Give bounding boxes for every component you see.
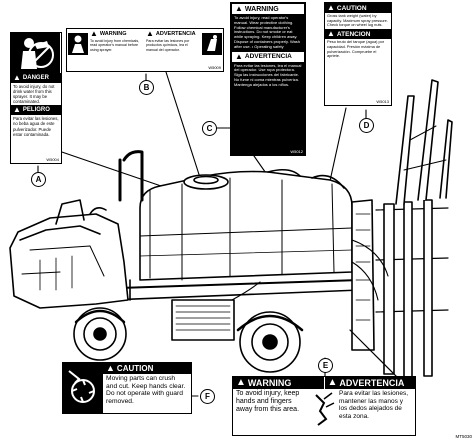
warning-header: ▲ WARNING bbox=[232, 4, 304, 14]
caution-header: ▲ CAUTION bbox=[103, 363, 191, 374]
peligro-header: ▲ PELIGRO bbox=[11, 105, 61, 116]
warning-triangle-icon: ▲ bbox=[90, 29, 98, 38]
rotating-parts-pictogram bbox=[63, 363, 103, 413]
decal-d-caution: ▲ CAUTION Gross tank weight (water) by c… bbox=[324, 2, 392, 106]
callout-f: F bbox=[200, 389, 215, 404]
utility-vehicle bbox=[9, 199, 129, 309]
warning-text-es: Para evitar las lesiones, mantener las m… bbox=[339, 390, 409, 420]
leader-line-b bbox=[145, 71, 205, 191]
warning-triangle-icon: ▲ bbox=[327, 377, 338, 388]
decal-b-part-number: W5009 bbox=[208, 65, 221, 70]
warning-triangle-icon: ▲ bbox=[235, 4, 243, 13]
decal-c-warning: ▲ WARNING To avoid injury, read operator… bbox=[230, 2, 306, 156]
warning-text-en: To avoid injury, keep hands and fingers … bbox=[236, 390, 300, 413]
decal-f-caution: ▲ CAUTION Moving parts can crush and cut… bbox=[62, 362, 192, 414]
warning-text-es: Para evitar las lesiones, lea el manual … bbox=[234, 62, 302, 87]
hand-pinch-pictogram bbox=[315, 392, 335, 426]
caution-text: Moving parts can crush and cut. Keep han… bbox=[106, 375, 186, 406]
warning-text-es: Para evitar las lesiones por productos q… bbox=[146, 39, 190, 52]
advertencia-header: ▲ ADVERTENCIA bbox=[232, 51, 304, 62]
warning-triangle-icon: ▲ bbox=[146, 29, 154, 38]
warning-triangle-icon: ▲ bbox=[13, 105, 21, 115]
pump-housing bbox=[171, 299, 235, 341]
atencion-header: ▲ ATENCION bbox=[325, 29, 391, 40]
boom-arms bbox=[395, 79, 453, 205]
boom-mount bbox=[349, 199, 449, 385]
rear-wheel bbox=[236, 311, 304, 373]
danger-header: ▲ DANGER bbox=[11, 73, 61, 83]
decal-c-part-number: W5012 bbox=[290, 149, 303, 154]
caution-text-en: Gross tank weight (water) by capacity. M… bbox=[327, 13, 388, 28]
decal-d-part-number: W5013 bbox=[376, 99, 389, 104]
warning-triangle-icon: ▲ bbox=[235, 51, 243, 61]
danger-text: To avoid injury, do not drink water from… bbox=[13, 84, 55, 105]
warning-triangle-icon: ▲ bbox=[327, 29, 335, 39]
decal-e-pinch-warning: ▲ WARNING ▲ ADVERTENCIA To avoid injury,… bbox=[232, 376, 416, 436]
advertencia-header: ▲ ADVERTENCIA bbox=[146, 29, 196, 38]
caution-header: ▲ CAUTION bbox=[325, 3, 391, 13]
warning-triangle-icon: ▲ bbox=[236, 377, 246, 388]
callout-b: B bbox=[139, 80, 154, 95]
front-wheel bbox=[73, 307, 127, 361]
chemical-hazard-pictogram bbox=[202, 33, 222, 55]
caution-text-es: Peso bruto del tanque (agua) por capacid… bbox=[327, 39, 385, 59]
callout-e: E bbox=[318, 358, 333, 373]
no-drinking-pictogram bbox=[11, 33, 60, 73]
peligro-text: Para evitar las lesiones, no beba agua d… bbox=[13, 116, 59, 137]
warning-triangle-icon: ▲ bbox=[13, 73, 21, 82]
decal-a-danger: ▲ DANGER To avoid injury, do not drink w… bbox=[10, 32, 62, 164]
warning-header: ▲ WARNING bbox=[90, 29, 127, 38]
warning-header: ▲ WARNING bbox=[233, 377, 324, 389]
figure-id: MT5030 bbox=[455, 434, 472, 439]
callout-d: D bbox=[359, 118, 374, 133]
callout-a: A bbox=[31, 172, 46, 187]
callout-c: C bbox=[202, 121, 217, 136]
read-manual-pictogram bbox=[68, 33, 88, 55]
spray-tank bbox=[139, 168, 353, 281]
decal-b-warning: ▲ WARNING ▲ ADVERTENCIA To avoid injury … bbox=[66, 28, 224, 72]
warning-triangle-icon: ▲ bbox=[327, 3, 335, 12]
warning-text-en: To avoid injury, read operator's manual.… bbox=[234, 15, 301, 49]
advertencia-header: ▲ ADVERTENCIA bbox=[323, 377, 415, 389]
leader-line-d bbox=[327, 107, 367, 191]
warning-text-en: To avoid injury from chemicals, read ope… bbox=[90, 39, 140, 52]
hoses bbox=[231, 239, 389, 301]
warning-triangle-icon: ▲ bbox=[106, 363, 115, 373]
decal-a-part-number: W5004 bbox=[46, 157, 59, 162]
